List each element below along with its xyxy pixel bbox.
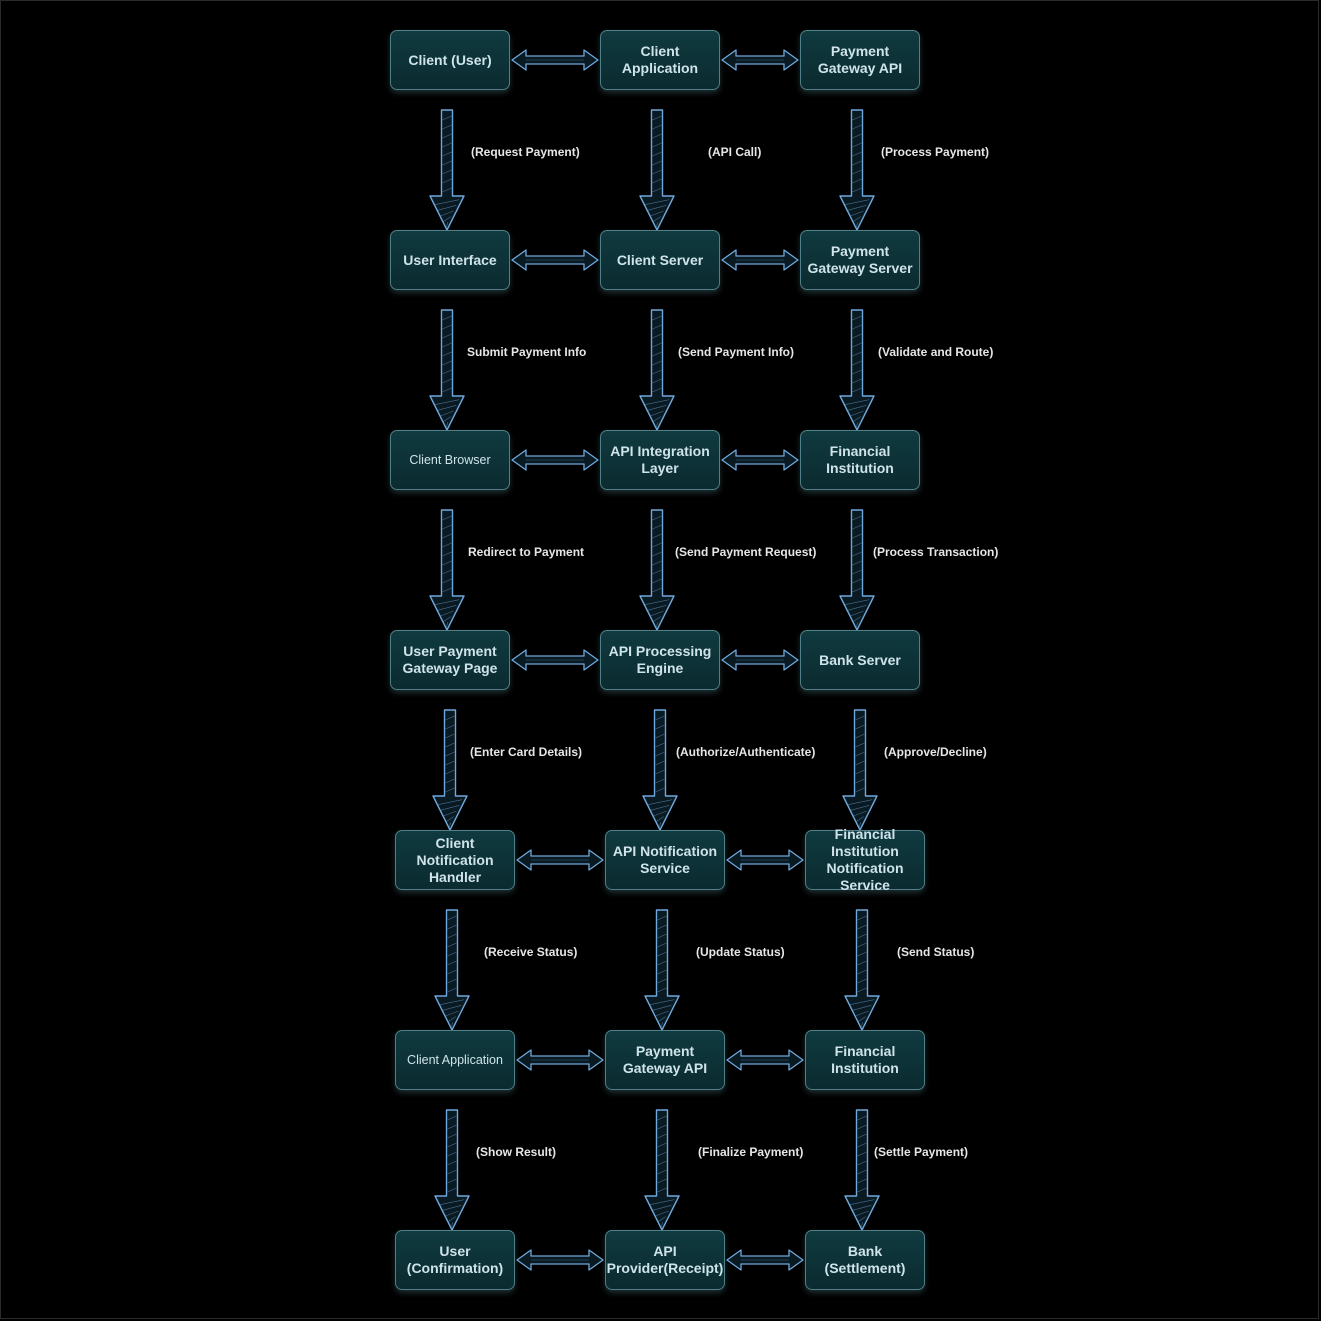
bidirectional-arrow-r2-a [511, 449, 599, 471]
bidirectional-arrow-r5-a [516, 1049, 604, 1071]
down-arrow-r3-c1 [642, 709, 678, 831]
node-r4-c1[interactable]: API Notification Service [605, 830, 725, 890]
node-r4-c0[interactable]: Client Notification Handler [395, 830, 515, 890]
flow-label-r5-c2: (Settle Payment) [874, 1145, 969, 1159]
flow-label-r2-c2: (Process Transaction) [873, 545, 999, 559]
node-r3-c2[interactable]: Bank Server [800, 630, 920, 690]
flow-label-r1-c2: (Validate and Route) [878, 345, 994, 359]
bidirectional-arrow-r1-b [721, 249, 799, 271]
down-arrow-r5-c2 [844, 1109, 880, 1231]
flow-label-r2-c1: (Send Payment Request) [675, 545, 817, 559]
bidirectional-arrow-r1-a [511, 249, 599, 271]
down-arrow-r2-c0 [429, 509, 465, 631]
flow-label-r1-c0: Submit Payment Info [467, 345, 587, 359]
node-r6-c1[interactable]: API Provider(Receipt) [605, 1230, 725, 1290]
down-arrow-r0-c0 [429, 109, 465, 231]
flow-label-r4-c1: (Update Status) [696, 945, 785, 959]
down-arrow-r0-c1 [639, 109, 675, 231]
bidirectional-arrow-r6-b [726, 1249, 804, 1271]
flow-label-r4-c2: (Send Status) [897, 945, 975, 959]
node-r0-c2[interactable]: Payment Gateway API [800, 30, 920, 90]
node-r1-c1[interactable]: Client Server [600, 230, 720, 290]
down-arrow-r4-c0 [434, 909, 470, 1031]
down-arrow-r3-c0 [432, 709, 468, 831]
node-r2-c1[interactable]: API Integration Layer [600, 430, 720, 490]
node-r0-c1[interactable]: Client Application [600, 30, 720, 90]
bidirectional-arrow-r0-a [511, 49, 599, 71]
flow-label-r2-c0: Redirect to Payment [468, 545, 585, 559]
down-arrow-r5-c0 [434, 1109, 470, 1231]
flow-label-r0-c2: (Process Payment) [881, 145, 990, 159]
down-arrow-r0-c2 [839, 109, 875, 231]
down-arrow-r2-c2 [839, 509, 875, 631]
node-r3-c1[interactable]: API Processing Engine [600, 630, 720, 690]
bidirectional-arrow-r3-a [511, 649, 599, 671]
flow-label-r3-c2: (Approve/Decline) [884, 745, 987, 759]
bidirectional-arrow-r4-a [516, 849, 604, 871]
bidirectional-arrow-r4-b [726, 849, 804, 871]
down-arrow-r1-c1 [639, 309, 675, 431]
bidirectional-arrow-r6-a [516, 1249, 604, 1271]
node-r5-c1[interactable]: Payment Gateway API [605, 1030, 725, 1090]
node-r6-c2[interactable]: Bank (Settlement) [805, 1230, 925, 1290]
flow-label-r3-c0: (Enter Card Details) [470, 745, 583, 759]
node-r3-c0[interactable]: User Payment Gateway Page [390, 630, 510, 690]
bidirectional-arrow-r5-b [726, 1049, 804, 1071]
down-arrow-r4-c1 [644, 909, 680, 1031]
bidirectional-arrow-r0-b [721, 49, 799, 71]
flow-label-r4-c0: (Receive Status) [484, 945, 578, 959]
node-r2-c2[interactable]: Financial Institution [800, 430, 920, 490]
node-r6-c0[interactable]: User (Confirmation) [395, 1230, 515, 1290]
down-arrow-r1-c0 [429, 309, 465, 431]
down-arrow-r5-c1 [644, 1109, 680, 1231]
node-r1-c2[interactable]: Payment Gateway Server [800, 230, 920, 290]
flow-label-r5-c1: (Finalize Payment) [698, 1145, 804, 1159]
down-arrow-r4-c2 [844, 909, 880, 1031]
down-arrow-r2-c1 [639, 509, 675, 631]
flow-label-r5-c0: (Show Result) [476, 1145, 556, 1159]
down-arrow-r1-c2 [839, 309, 875, 431]
node-r5-c0[interactable]: Client Application [395, 1030, 515, 1090]
down-arrow-r3-c2 [842, 709, 878, 831]
flow-label-r1-c1: (Send Payment Info) [678, 345, 795, 359]
flow-label-r3-c1: (Authorize/Authenticate) [676, 745, 816, 759]
node-r2-c0[interactable]: Client Browser [390, 430, 510, 490]
flow-label-r0-c1: (API Call) [708, 145, 762, 159]
flow-label-r0-c0: (Request Payment) [471, 145, 580, 159]
bidirectional-arrow-r2-b [721, 449, 799, 471]
node-r4-c2[interactable]: Financial Institution Notification Servi… [805, 826, 925, 893]
node-r1-c0[interactable]: User Interface [390, 230, 510, 290]
node-r5-c2[interactable]: Financial Institution [805, 1030, 925, 1090]
bidirectional-arrow-r3-b [721, 649, 799, 671]
node-r0-c0[interactable]: Client (User) [390, 30, 510, 90]
